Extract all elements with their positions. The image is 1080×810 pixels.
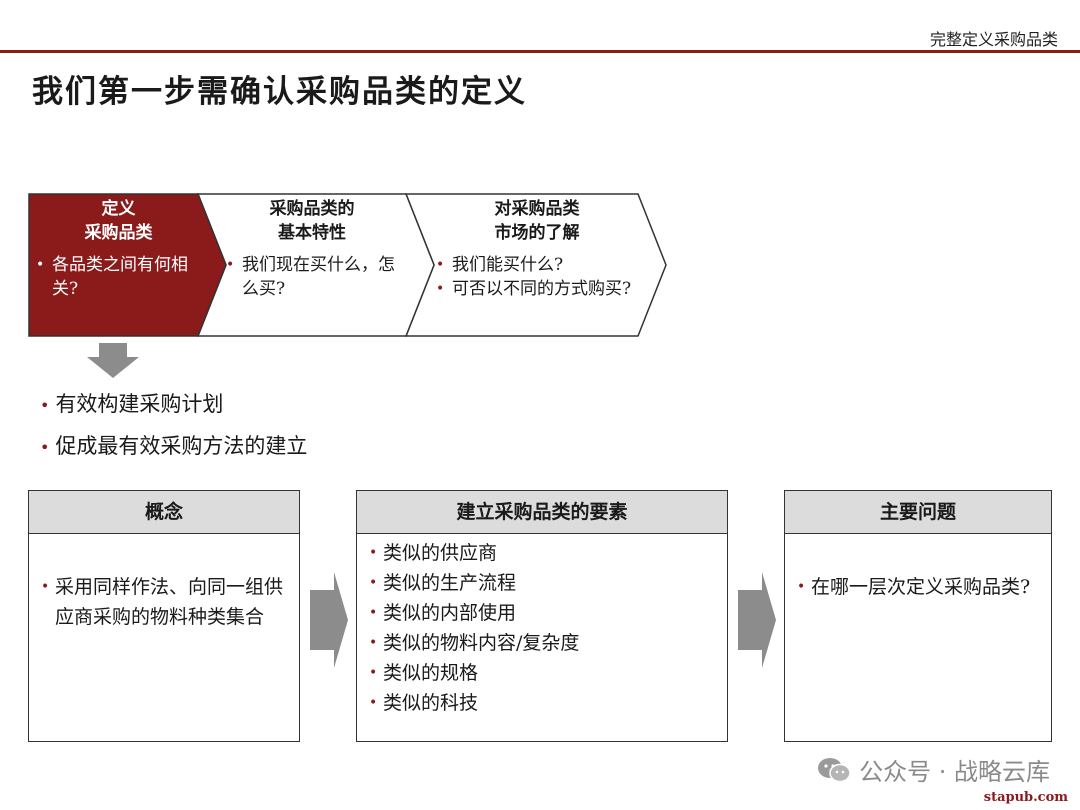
site-url: stapub.com — [983, 790, 1068, 805]
list-item: •各品类之间有何相关? — [36, 255, 188, 299]
chevron-3-content: 对采购品类 市场的了解 •我们能买什么? •可否以不同的方式购买? — [436, 197, 638, 301]
watermark: 公众号 · 战略云库 — [817, 752, 1050, 787]
process-chevrons: 定义 采购品类 •各品类之间有何相关? 采购品类的 基本特性 •我们现在买什么，… — [28, 193, 668, 338]
chevron-2-title: 采购品类的 基本特性 — [269, 199, 355, 243]
chevron-3-title: 对采购品类 市场的了解 — [494, 199, 580, 243]
down-arrow-icon — [87, 343, 139, 378]
list-item: •我们现在买什么，怎么买? — [226, 255, 395, 299]
section-tag: 完整定义采购品类 — [929, 30, 1058, 49]
list-item: •类似的科技 — [369, 692, 479, 714]
list-item: •在哪一层次定义采购品类? — [797, 576, 1031, 598]
chevron-1-content: 定义 采购品类 •各品类之间有何相关? — [36, 197, 201, 301]
page-title: 我们第一步需确认采购品类的定义 — [32, 74, 527, 110]
list-item: •类似的生产流程 — [369, 572, 517, 594]
key-question-box-body: •在哪一层次定义采购品类? — [785, 534, 1051, 610]
elements-box-body: •类似的供应商 •类似的生产流程 •类似的内部使用 •类似的物料内容/复杂度 •… — [357, 534, 727, 726]
chevron-1-bullets: •各品类之间有何相关? — [36, 253, 201, 301]
concept-box: 概念 •采用同样作法、向同一组供应商采购的物料种类集合 — [28, 490, 300, 742]
list-item: •促成最有效采购方法的建立 — [40, 434, 308, 458]
watermark-text: 公众号 · 战略云库 — [859, 758, 1050, 786]
key-question-box-title: 主要问题 — [785, 491, 1051, 534]
concept-box-title: 概念 — [29, 491, 299, 534]
list-item: •可否以不同的方式购买? — [436, 279, 632, 299]
list-item: •类似的供应商 — [369, 542, 498, 564]
chevron-1-title: 定义 采购品类 — [84, 199, 153, 243]
elements-box: 建立采购品类的要素 •类似的供应商 •类似的生产流程 •类似的内部使用 •类似的… — [356, 490, 728, 742]
elements-box-title: 建立采购品类的要素 — [357, 491, 727, 534]
list-item: •我们能买什么? — [436, 255, 564, 275]
list-item: •有效构建采购计划 — [40, 392, 224, 416]
list-item: •类似的规格 — [369, 662, 479, 684]
wechat-icon — [818, 757, 851, 782]
list-item: •类似的物料内容/复杂度 — [369, 632, 580, 654]
right-arrow-icon — [310, 572, 348, 668]
top-rule — [0, 50, 1080, 53]
chevron-2-bullets: •我们现在买什么，怎么买? — [226, 253, 398, 301]
chevron-2-content: 采购品类的 基本特性 •我们现在买什么，怎么买? — [226, 197, 398, 301]
chevron-shapes — [28, 193, 667, 337]
right-arrow-icon — [738, 572, 776, 668]
benefits-list: •有效构建采购计划 •促成最有效采购方法的建立 — [40, 384, 307, 468]
concept-box-body: •采用同样作法、向同一组供应商采购的物料种类集合 — [29, 534, 299, 640]
chevron-3-bullets: •我们能买什么? •可否以不同的方式购买? — [436, 253, 638, 301]
list-item: •类似的内部使用 — [369, 602, 517, 624]
list-item: •采用同样作法、向同一组供应商采购的物料种类集合 — [41, 576, 284, 628]
chevron-1 — [28, 193, 227, 337]
key-question-box: 主要问题 •在哪一层次定义采购品类? — [784, 490, 1052, 742]
